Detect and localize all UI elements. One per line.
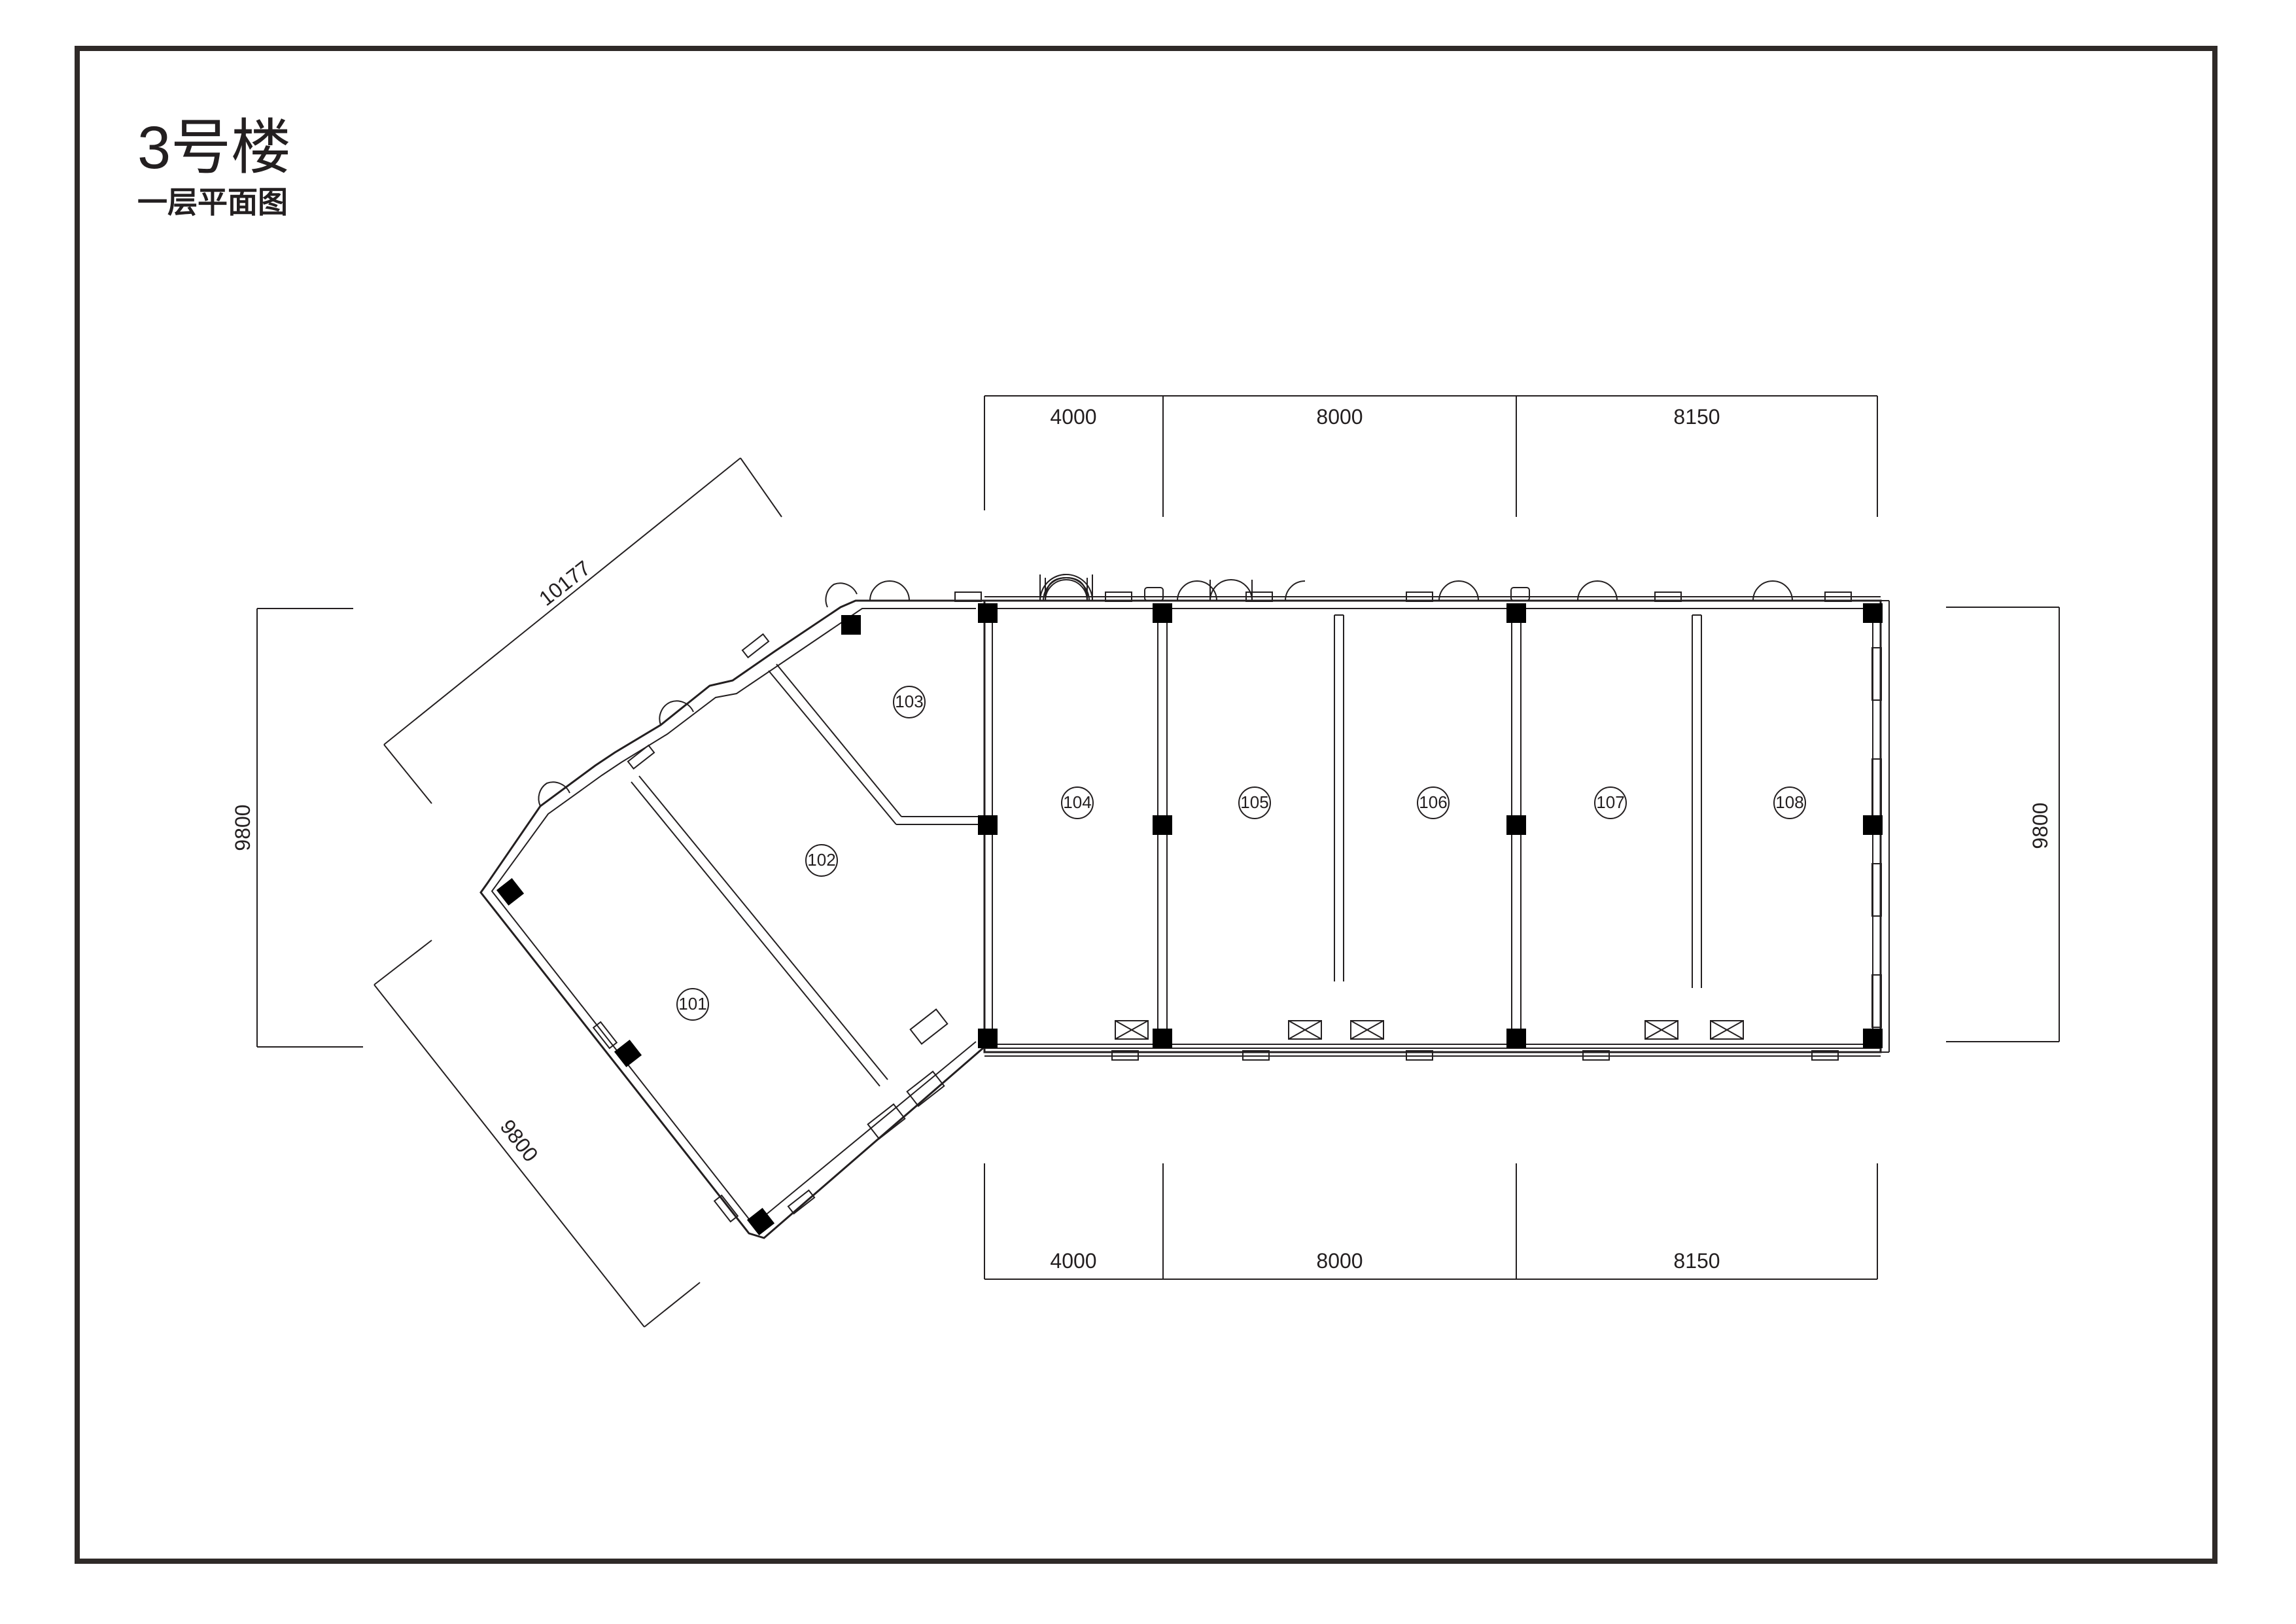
room-label-101: 101	[678, 994, 706, 1014]
dimension-diagonal-bottom	[374, 940, 701, 1328]
dim-top-4000: 4000	[1050, 405, 1096, 429]
dim-right-9800: 9800	[2028, 802, 2052, 849]
dim-top-8000: 8000	[1316, 405, 1363, 429]
dim-diagonal-10177: 10177	[534, 556, 595, 610]
columns	[496, 603, 1883, 1236]
dim-top-8150: 8150	[1673, 405, 1720, 429]
title-block: 3号楼 一层平面图	[137, 118, 291, 217]
room-label-105: 105	[1240, 792, 1268, 812]
room-label-107: 107	[1596, 792, 1624, 812]
dimension-left	[256, 608, 363, 1048]
dimension-diagonal-top	[383, 457, 782, 804]
dimension-right	[1946, 607, 2060, 1042]
angled-wing-walls	[479, 580, 985, 1239]
room-label-108: 108	[1775, 792, 1803, 812]
room-label-103: 103	[895, 692, 923, 711]
dim-diagonal-9800: 9800	[496, 1115, 543, 1166]
dim-bottom-8000: 8000	[1316, 1249, 1363, 1273]
drawing-frame	[75, 46, 2218, 1564]
building-title: 3号楼	[137, 115, 292, 181]
dim-bottom-8150: 8150	[1673, 1249, 1720, 1273]
room-bubbles	[676, 686, 1806, 1021]
room-label-104: 104	[1063, 792, 1091, 812]
dimension-bottom	[984, 1163, 1878, 1280]
room-label-106: 106	[1419, 792, 1447, 812]
straight-wing-walls	[954, 574, 1890, 1061]
dim-left-9800: 9800	[231, 804, 254, 851]
dimension-top	[984, 395, 1878, 517]
room-label-102: 102	[807, 850, 835, 870]
floor-plan-subtitle: 一层平面图	[137, 185, 288, 219]
dim-bottom-4000: 4000	[1050, 1249, 1096, 1273]
